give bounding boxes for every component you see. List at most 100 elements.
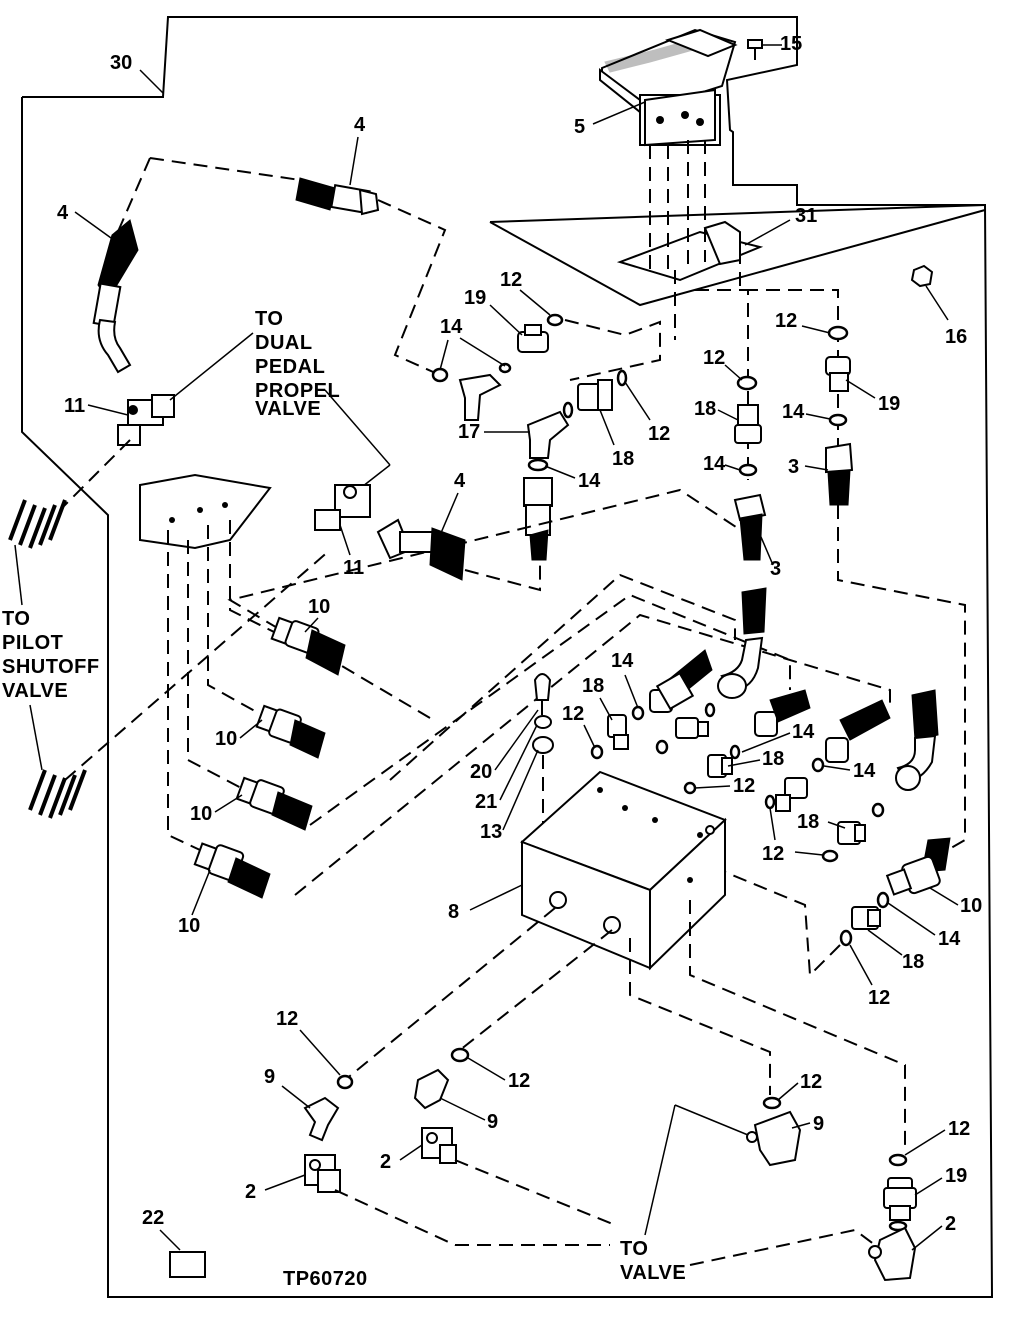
callout-20: 20 (470, 761, 492, 783)
callout-12b: 12 (703, 347, 725, 369)
callout-18f: 18 (902, 951, 924, 973)
hose-10-mid1-icon (649, 649, 713, 713)
fitting-18-mid4-icon (775, 777, 808, 812)
to-valve-note: TO VALVE (620, 1238, 686, 1284)
elbow-9a-icon (303, 1096, 340, 1142)
callout-15: 15 (780, 33, 802, 55)
callout-14h: 14 (938, 928, 961, 950)
fitting-18-low-icon (851, 906, 881, 930)
screw-20-icon (533, 673, 552, 715)
hose-10-d-icon (193, 842, 271, 899)
callout-4a: 4 (354, 114, 366, 136)
callout-18b: 18 (694, 398, 716, 420)
callout-14f: 14 (792, 721, 815, 743)
callout-3b: 3 (788, 456, 799, 478)
svg-text:VALVE: VALVE (620, 1262, 686, 1284)
tee-2c-icon (868, 1226, 917, 1282)
callout-12f: 12 (733, 775, 755, 797)
hose-3-bend-icon (717, 587, 767, 699)
hose-3-right-icon (825, 442, 854, 506)
callout-19a: 19 (464, 287, 486, 309)
callout-14b: 14 (782, 401, 805, 423)
hose-10-b-icon (255, 704, 326, 759)
callout-10c: 10 (190, 803, 212, 825)
tee-fitting-11-right-icon (314, 484, 371, 531)
o-ring-icon (546, 313, 564, 327)
callout-12c: 12 (775, 310, 797, 332)
callout-30: 30 (110, 52, 132, 74)
callout-12l: 12 (948, 1118, 970, 1140)
fitting-18-right-icon (734, 404, 762, 444)
hose-10-e-icon (885, 837, 951, 896)
callout-21: 21 (475, 791, 497, 813)
hose-4-center-icon (376, 518, 466, 581)
fitting-18-mid3-icon (707, 754, 733, 778)
callout-14c: 14 (578, 470, 601, 492)
callout-17: 17 (458, 421, 480, 443)
callout-16: 16 (945, 326, 967, 348)
fitting-18-center-icon (577, 379, 613, 411)
hose-10-mid2-icon (754, 689, 811, 737)
callout-12e: 12 (562, 703, 584, 725)
part-22-box (169, 1251, 206, 1278)
callout-9c: 9 (813, 1113, 824, 1135)
fitting-18-mid5-icon (837, 821, 866, 845)
callout-12i: 12 (276, 1008, 298, 1030)
callout-14a: 14 (440, 316, 463, 338)
fitting-19-bottom-icon (883, 1177, 917, 1221)
elbow-17-icon (526, 410, 570, 459)
svg-text:VALVE: VALVE (255, 398, 321, 420)
callout-2c: 2 (945, 1213, 956, 1235)
valve-block-icon (520, 770, 727, 971)
callout-12h: 12 (868, 987, 890, 1009)
svg-text:PEDAL: PEDAL (255, 356, 325, 378)
tee-2a-icon (304, 1154, 341, 1193)
hose-10-a-icon (270, 616, 346, 676)
callout-8: 8 (448, 901, 459, 923)
callout-4b: 4 (57, 202, 69, 224)
callout-11b: 11 (343, 557, 364, 579)
fitting-18-mid1-icon (607, 714, 629, 750)
callout-31: 31 (795, 205, 817, 227)
callout-13: 13 (480, 821, 502, 843)
tee-2b-icon (421, 1127, 457, 1164)
hose-4-top-icon (295, 177, 380, 216)
pilot-shutoff-note: TO PILOT SHUTOFF VALVE (2, 608, 99, 702)
svg-text:VALVE: VALVE (2, 680, 68, 702)
hose-4-left-icon (92, 219, 139, 374)
fitting-19-top-icon (517, 324, 549, 353)
callout-19b: 19 (878, 393, 900, 415)
svg-text:PILOT: PILOT (2, 632, 63, 654)
elbow-9c-icon (746, 1110, 802, 1167)
callout-12d: 12 (648, 423, 670, 445)
callout-22: 22 (142, 1207, 164, 1229)
callout-11a: 11 (64, 395, 85, 417)
platform-outline-2 (489, 209, 986, 307)
fitting-18-mid2-icon (675, 717, 709, 739)
callout-12k: 12 (800, 1071, 822, 1093)
callout-2b: 2 (380, 1151, 391, 1173)
callout-14d: 14 (703, 453, 726, 475)
callout-10d: 10 (178, 915, 200, 937)
callout-9a: 9 (264, 1066, 275, 1088)
svg-text:TO: TO (255, 308, 283, 330)
callout-18e: 18 (797, 811, 819, 833)
callout-12a: 12 (500, 269, 522, 291)
svg-text:TO: TO (620, 1238, 648, 1260)
manifold-plate-icon (139, 473, 272, 550)
pedal-icon (599, 28, 738, 147)
callout-10e: 10 (960, 895, 982, 917)
svg-text:PROPEL: PROPEL (255, 380, 340, 402)
hose-3-top-icon (733, 493, 767, 561)
callout-3a: 3 (770, 558, 781, 580)
callout-14g: 14 (853, 760, 876, 782)
callout-19c: 19 (945, 1165, 967, 1187)
figure-id: TP60720 (283, 1268, 368, 1290)
hose-4-vertical-icon (523, 477, 553, 561)
plate-31-icon (616, 220, 764, 282)
svg-text:TO: TO (2, 608, 30, 630)
svg-text:DUAL: DUAL (255, 332, 313, 354)
fitting-19-right-icon (825, 356, 851, 392)
callout-18a: 18 (612, 448, 634, 470)
